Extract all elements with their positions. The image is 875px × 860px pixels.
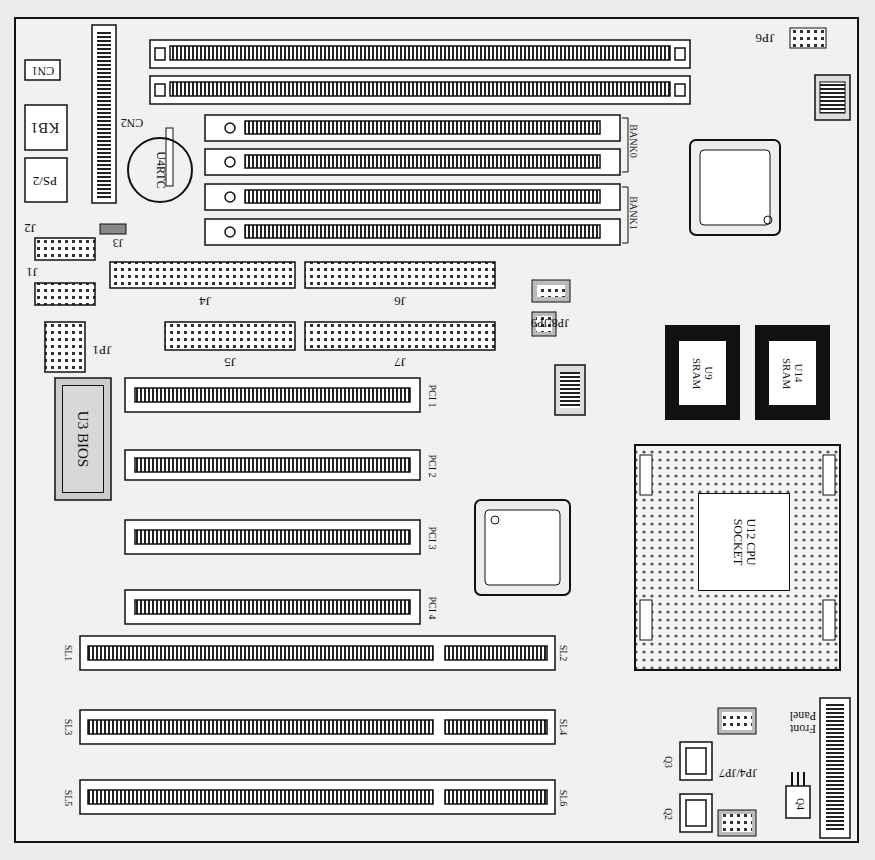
part-label: U4RTC: [153, 151, 166, 188]
part-name-text: Front Panel: [783, 709, 823, 735]
part-name-text: JP6: [756, 31, 775, 45]
part-name-text: SL5: [63, 790, 74, 807]
part-name-text: Q2: [663, 808, 674, 820]
part-name-text: JP8/JP9: [531, 315, 569, 328]
part-name-text: PCI 4: [427, 596, 438, 619]
part-name-text: BANK1: [628, 196, 639, 229]
part-name-text: SL6: [558, 790, 569, 807]
part-name-text: Q3: [663, 756, 674, 768]
sram-chip: U9 SRAM: [678, 340, 727, 406]
part-label: U9 SRAM: [690, 358, 714, 388]
part-name-text: JP1: [93, 343, 112, 357]
part-name-text: SL4: [558, 719, 569, 736]
part-name-text: BANK0: [628, 124, 639, 157]
part-name-text: J2: [24, 221, 36, 235]
part-name-text: KB1: [31, 120, 59, 137]
part-name-text: J4: [199, 294, 211, 308]
rtc-battery: U4RTC: [127, 137, 193, 203]
part-name-text: J3: [113, 235, 124, 248]
part-name-text: CN2: [121, 115, 144, 128]
part-name-text: SL1: [63, 645, 74, 662]
sram-chip: U14 SRAM: [768, 340, 817, 406]
cpu-socket: U12 CPU SOCKET: [698, 493, 790, 591]
part-name-text: SL2: [558, 645, 569, 662]
part-label: U3 BIOS: [75, 411, 92, 467]
part-name-text: JP4/JP7: [719, 765, 757, 778]
bios-chip: U3 BIOS: [62, 385, 104, 493]
part-label: U14 SRAM: [780, 358, 804, 388]
part-name-text: PCI 2: [427, 454, 438, 477]
part-name-text: PCI 1: [427, 384, 438, 407]
part-name-text: PS/2: [33, 174, 58, 188]
part-name-text: SL3: [63, 719, 74, 736]
part-name-text: PCI 3: [427, 526, 438, 549]
part-name-text: CN1: [32, 63, 55, 76]
part-name-text: Q4: [795, 798, 806, 810]
part-name-text: J6: [394, 294, 406, 308]
part-name-text: J7: [394, 355, 406, 369]
part-name-text: J1: [26, 265, 38, 279]
part-label: U12 CPU SOCKET: [731, 512, 757, 572]
part-name-text: J5: [224, 355, 236, 369]
